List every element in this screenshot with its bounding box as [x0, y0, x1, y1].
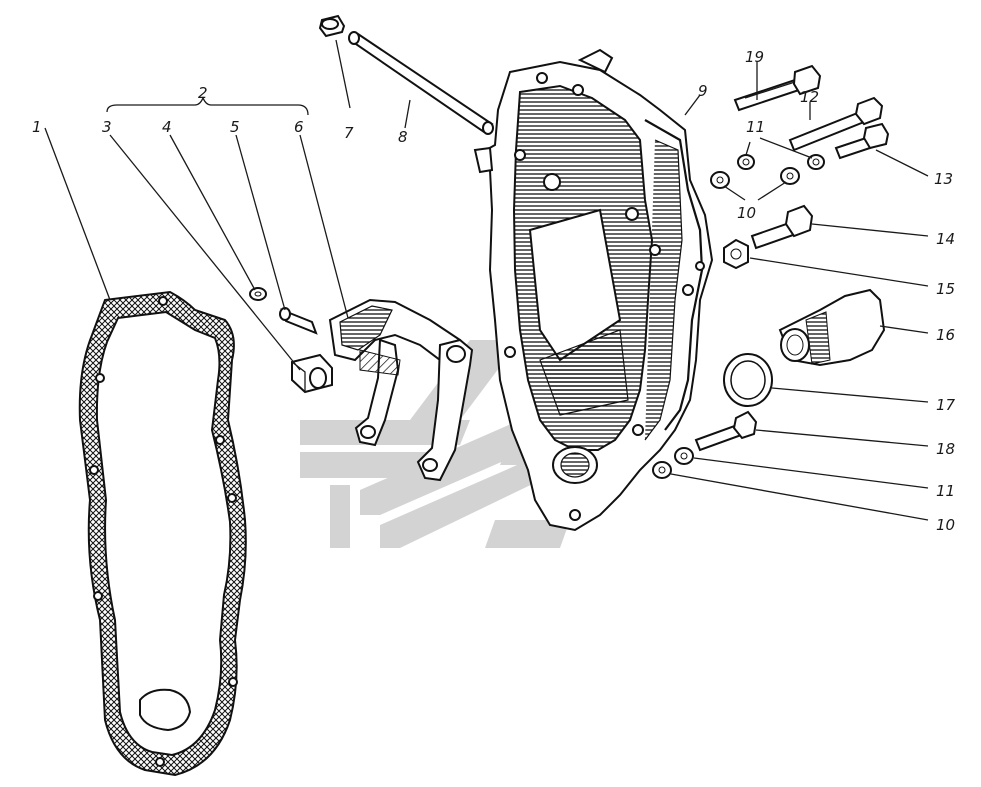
plug-part-7 — [318, 14, 346, 38]
fitting-part-16 — [778, 288, 886, 367]
bolt-part-14 — [750, 204, 814, 250]
callout-18: 18 — [936, 440, 955, 458]
washer-part-4 — [249, 287, 267, 301]
callout-4: 4 — [162, 118, 172, 136]
callout-12: 12 — [800, 88, 819, 106]
callout-6: 6 — [294, 118, 304, 136]
bolt-part-18 — [694, 410, 758, 452]
callout-7: 7 — [344, 124, 354, 142]
ring-part-17 — [723, 353, 773, 407]
callout-14: 14 — [936, 230, 955, 248]
callout-10-lower: 10 — [936, 516, 955, 534]
bolt-part-19 — [733, 64, 822, 112]
washer-part-10-upper — [710, 167, 800, 189]
callout-5: 5 — [230, 118, 240, 136]
gasket-part-1 — [78, 290, 247, 777]
callout-8: 8 — [398, 128, 408, 146]
callout-13: 13 — [934, 170, 953, 188]
callout-17: 17 — [936, 396, 956, 414]
callout-16: 16 — [936, 326, 955, 344]
rod-part-8 — [348, 31, 494, 135]
callout-2: 2 — [198, 84, 208, 102]
lever-part-6 — [328, 298, 474, 482]
leader-lines — [44, 39, 929, 521]
callout-9: 9 — [698, 82, 708, 100]
nut-part-15 — [723, 238, 749, 270]
callout-10-upper: 10 — [737, 204, 756, 222]
bolt-part-13 — [834, 122, 890, 160]
washer-part-11-upper — [737, 154, 825, 170]
bolt-part-12 — [788, 96, 884, 152]
washer-part-11-lower — [674, 447, 694, 465]
callout-11-upper: 11 — [746, 118, 765, 136]
pin-part-5 — [279, 307, 318, 335]
callout-15: 15 — [936, 280, 955, 298]
bushing-part-3 — [291, 353, 333, 394]
callout-11-lower: 11 — [936, 482, 955, 500]
callout-1: 1 — [32, 118, 42, 136]
watermark-logo — [300, 340, 620, 548]
callout-3: 3 — [102, 118, 112, 136]
callout-labels: 1 2 3 4 5 6 7 8 9 19 12 11 13 10 14 15 1… — [32, 48, 956, 534]
cover-housing-part-9 — [473, 48, 714, 532]
washer-part-10-lower — [652, 461, 672, 479]
callout-19: 19 — [745, 48, 764, 66]
